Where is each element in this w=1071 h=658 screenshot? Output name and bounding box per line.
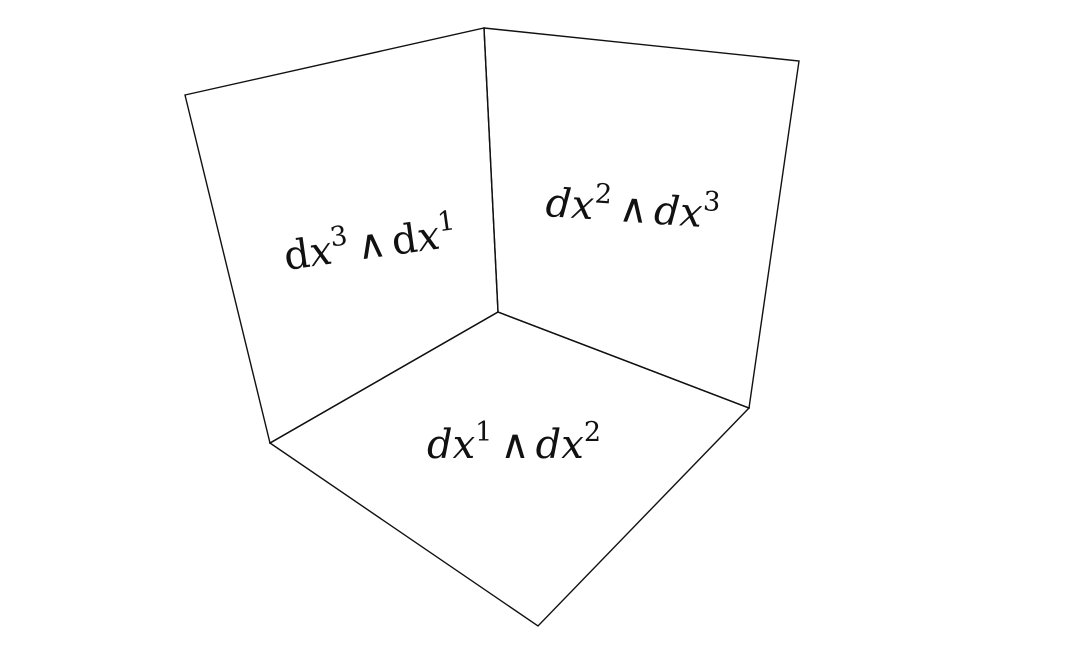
floor-face	[268, 311, 751, 627]
right-face-label: dx2∧dx3	[544, 175, 721, 238]
floor-face-label: dx1∧dx2	[427, 417, 601, 468]
left-face-label: dx3∧dx1	[280, 205, 459, 280]
